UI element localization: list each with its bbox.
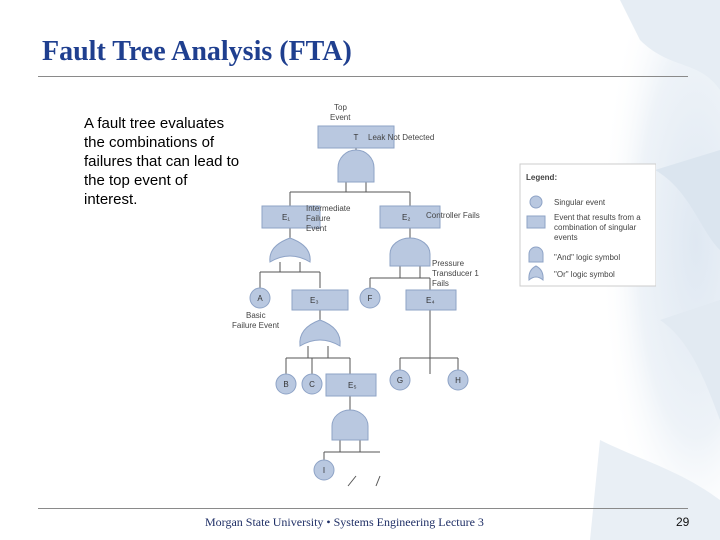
legend-combo-line2: combination of singular <box>554 223 637 232</box>
node-e2-desc: Controller Fails <box>426 211 480 220</box>
node-a-desc-line1: Basic <box>246 311 266 320</box>
node-f-label: F <box>368 294 373 303</box>
top-event-label-line2: Event <box>330 113 351 122</box>
legend-singular-icon <box>529 195 543 209</box>
node-e5-label: E₅ <box>348 381 357 390</box>
title-divider <box>38 76 688 77</box>
legend-or-label: "Or" logic symbol <box>554 270 615 279</box>
legend-combo-line1: Event that results from a <box>554 213 641 222</box>
node-e2 <box>379 205 441 229</box>
footer-text: Morgan State University • Systems Engine… <box>205 515 484 529</box>
node-h <box>447 369 469 391</box>
node-b-label: B <box>283 380 288 389</box>
node-e1-desc-line3: Event <box>306 224 327 233</box>
footer-divider <box>38 508 688 509</box>
fault-tree-diagram: Top Event T Leak Not Detected E₁ Interme… <box>232 103 656 487</box>
node-c-label: C <box>309 380 315 389</box>
node-e4 <box>405 289 457 311</box>
node-e1-desc-line2: Failure <box>306 214 331 223</box>
and-gate-e2 <box>389 237 431 267</box>
node-h-label: H <box>455 376 461 385</box>
node-f-desc-line1: Pressure <box>432 259 465 268</box>
node-e2-label: E₂ <box>402 213 410 222</box>
slide-title: Fault Tree Analysis (FTA) <box>42 36 352 67</box>
node-e4-label: E₄ <box>426 296 435 305</box>
top-event-label-line1: Top <box>334 103 347 112</box>
page-number: 29 <box>676 515 690 529</box>
node-c <box>301 373 323 395</box>
node-b <box>275 373 297 395</box>
node-e1-label: E₁ <box>282 213 290 222</box>
legend-or-icon <box>528 265 544 282</box>
node-a <box>249 287 271 309</box>
node-i-label: I <box>323 466 325 475</box>
node-e3-label: E₃ <box>310 296 319 305</box>
legend-combo-icon <box>526 215 546 229</box>
or-gate-e1 <box>269 237 311 263</box>
node-t-desc: Leak Not Detected <box>368 133 434 142</box>
and-gate-t <box>337 149 375 183</box>
or-gate-e3 <box>299 319 341 347</box>
legend-singular-label: Singular event <box>554 198 606 207</box>
node-t-label: T <box>354 133 359 142</box>
intro-text: A fault tree evaluates the combinations … <box>84 115 240 208</box>
node-e3 <box>291 289 349 311</box>
node-e1 <box>261 205 321 229</box>
legend-and-label: "And" logic symbol <box>554 253 620 262</box>
legend-and-icon <box>528 246 544 263</box>
node-g-label: G <box>397 376 403 385</box>
node-t <box>317 125 395 149</box>
legend-title: Legend: <box>526 173 557 182</box>
legend-combo-line3: events <box>554 233 578 242</box>
node-f-desc-line3: Fails <box>432 279 449 288</box>
node-e1-desc-line1: Intermediate <box>306 204 351 213</box>
node-i <box>313 459 335 481</box>
legend: Legend: Singular event Event that result… <box>519 163 656 287</box>
node-g <box>389 369 411 391</box>
node-e5 <box>325 373 377 397</box>
node-a-desc-line2: Failure Event <box>232 321 280 330</box>
node-f <box>359 287 381 309</box>
and-gate-e5 <box>331 409 369 441</box>
node-f-desc-line2: Transducer 1 <box>432 269 479 278</box>
node-a-label: A <box>257 294 263 303</box>
